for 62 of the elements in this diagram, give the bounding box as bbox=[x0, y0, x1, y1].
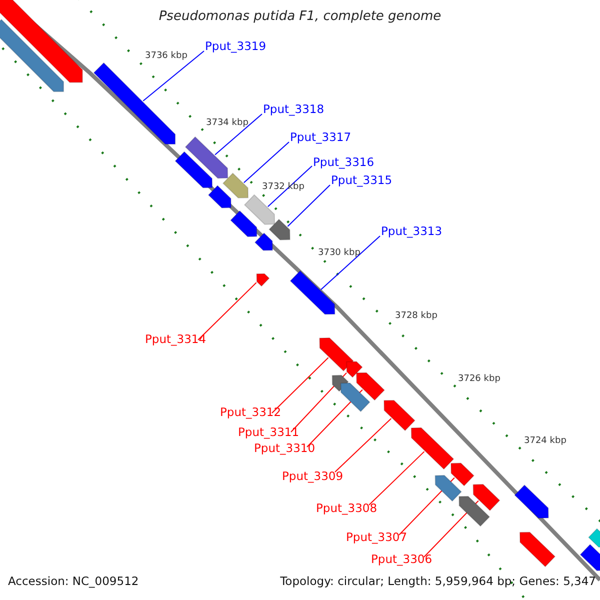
scale-label: 3736 kbp bbox=[145, 52, 188, 61]
gene-feature bbox=[450, 462, 475, 486]
gene-feature bbox=[356, 372, 386, 401]
gene-label: Pput_3313 bbox=[381, 226, 442, 238]
scale-label: 3728 kbp bbox=[395, 312, 438, 321]
leader-line bbox=[198, 282, 257, 340]
footer-text: Accession: NC_009512 bbox=[8, 576, 139, 588]
gene-feature bbox=[346, 361, 363, 378]
gene-feature bbox=[254, 232, 273, 251]
leader-line bbox=[142, 50, 204, 102]
gene-feature bbox=[268, 218, 290, 240]
gene-feature bbox=[256, 273, 270, 287]
gene-label: Pput_3306 bbox=[371, 554, 432, 566]
gene-feature bbox=[244, 194, 276, 225]
leader-line bbox=[272, 357, 329, 414]
gene-feature bbox=[230, 210, 258, 238]
gene-label: Pput_3307 bbox=[346, 532, 408, 544]
leader-line bbox=[290, 372, 348, 432]
gene-feature bbox=[208, 184, 232, 208]
gene-label: Pput_3309 bbox=[282, 471, 344, 482]
scale-label: 3732 kbp bbox=[262, 183, 304, 192]
gene-feature bbox=[184, 136, 228, 179]
gene-feature bbox=[410, 427, 454, 470]
gene-label: Pput_3312 bbox=[220, 407, 282, 418]
scale-label: 3730 kbp bbox=[318, 249, 360, 258]
gene-label: Pput_3314 bbox=[145, 334, 206, 346]
gene-feature bbox=[340, 382, 370, 412]
gene-feature bbox=[472, 484, 500, 512]
gene-label: Pput_3310 bbox=[254, 443, 316, 454]
leader-line bbox=[320, 236, 380, 290]
gene-label: Pput_3318 bbox=[263, 104, 324, 116]
gene-feature bbox=[384, 400, 416, 432]
title: Pseudomonas putida F1, complete genome bbox=[158, 10, 442, 23]
leader-line bbox=[243, 142, 290, 184]
gene-feature bbox=[222, 172, 249, 198]
gene-label: Pput_3308 bbox=[316, 503, 378, 514]
gene-feature bbox=[93, 62, 176, 145]
leader-line bbox=[287, 184, 330, 227]
gene-label: Pput_3317 bbox=[290, 132, 352, 144]
gene-feature bbox=[290, 270, 336, 315]
gene-feature bbox=[458, 496, 490, 527]
scale-label: 3734 kbp bbox=[206, 119, 248, 128]
gene-feature bbox=[434, 474, 462, 502]
scale-label: 3726 kbp bbox=[458, 375, 500, 384]
gene-feature bbox=[0, 0, 83, 83]
leader-line bbox=[368, 451, 425, 506]
gene-feature bbox=[514, 484, 549, 519]
footer-text: Topology: circular; Length: 5,959,964 bp; Genes: 5,347 bbox=[280, 576, 596, 588]
gene-feature bbox=[588, 528, 600, 548]
gene-label: Pput_3316 bbox=[313, 157, 374, 168]
leader-line bbox=[334, 418, 392, 472]
gene-feature bbox=[580, 544, 600, 572]
leader-line bbox=[267, 166, 312, 208]
gene-feature bbox=[519, 532, 556, 568]
gene-feature bbox=[174, 150, 213, 188]
gene-feature bbox=[319, 337, 354, 372]
gene-feature bbox=[0, 18, 64, 92]
scale-label: 3724 kbp bbox=[524, 437, 566, 446]
gene-label: Pput_3319 bbox=[205, 41, 266, 52]
gene-label: Pput_3311 bbox=[238, 427, 300, 438]
leader-line bbox=[214, 114, 262, 156]
gene-label: Pput_3315 bbox=[331, 175, 392, 186]
